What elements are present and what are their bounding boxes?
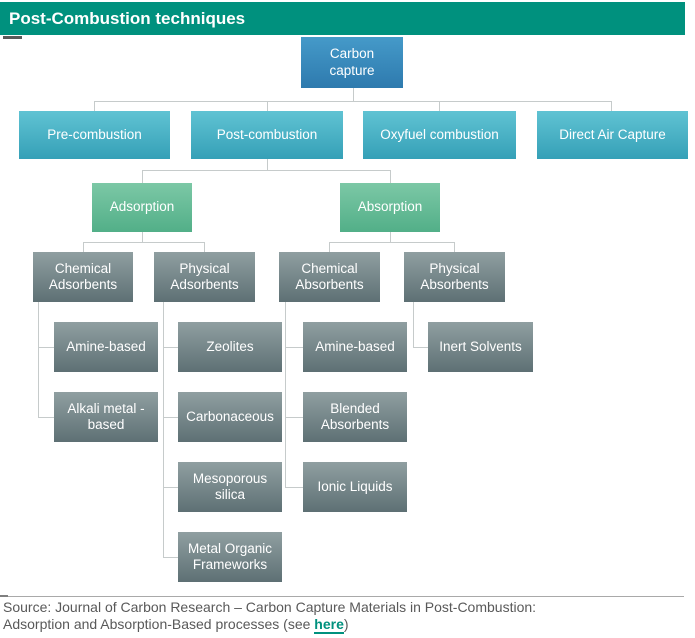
node-alkali-metal-based: Alkali metal - based [54,392,158,442]
node-physical-adsorbents: Physical Adsorbents [154,252,255,302]
connector-col3-stub2 [285,417,303,418]
connector-col3-stub1 [285,347,303,348]
source-line2-prefix: Adsorption and Absorption-Based processe… [3,616,315,632]
connector-col3-stub3 [285,487,303,488]
node-amine-based-adsorbent: Amine-based [54,322,158,372]
connector-adsorbents-bus [83,242,204,243]
connector-absorption-drop [390,170,391,183]
connector-adsorption-out [142,232,143,242]
connector-post-out [267,159,268,170]
footer-divider [0,596,684,597]
connector-col4-stub1 [413,347,428,348]
node-amine-based-absorbent: Amine-based [303,322,407,372]
connector-root-drop [353,88,354,101]
node-adsorption: Adsorption [92,183,192,232]
connector-col2-stub3 [163,487,178,488]
node-post-combustion: Post-combustion [191,111,343,159]
source-line2: Adsorption and Absorption-Based processe… [3,616,673,634]
node-absorption: Absorption [340,183,440,232]
connector-pre-drop [94,101,95,111]
node-blended-absorbents: Blended Absorbents [303,392,407,442]
source-here-link[interactable]: here [314,616,344,634]
connector-col2-stub2 [163,417,178,418]
source-line2-suffix: ) [343,616,349,632]
connector-absorbents-bus [329,242,454,243]
connector-adsorption-drop [142,170,143,183]
header-underline-artifact [3,36,22,39]
connector-phys-abs-drop [454,242,455,252]
node-physical-absorbents: Physical Absorbents [404,252,505,302]
connector-absorption-out [390,232,391,242]
connector-level3-bus [142,170,390,171]
source-caption: Source: Journal of Carbon Research – Car… [3,599,673,634]
header-bar: Post-Combustion techniques [0,2,685,35]
node-direct-air-capture: Direct Air Capture [537,111,688,159]
connector-col2-trunk [163,302,164,557]
node-mesoporous-silica: Mesoporous silica [178,462,282,512]
connector-oxyfuel-drop [439,101,440,111]
node-ionic-liquids: Ionic Liquids [303,462,407,512]
connector-post-drop [267,101,268,111]
page-title: Post-Combustion techniques [9,9,246,28]
connector-chem-abs-drop [329,242,330,252]
node-carbonaceous: Carbonaceous [178,392,282,442]
node-chemical-absorbents: Chemical Absorbents [279,252,380,302]
node-carbon-capture: Carbon capture [301,37,403,88]
footer-divider-cap [0,595,8,597]
connector-col3-trunk [285,302,286,487]
connector-dac-drop [611,101,612,111]
node-oxyfuel-combustion: Oxyfuel combustion [363,111,516,159]
node-metal-organic-frameworks: Metal Organic Frameworks [178,532,282,582]
connector-col1-trunk [38,302,39,417]
connector-col1-stub1 [38,347,54,348]
connector-col1-stub2 [38,417,54,418]
node-inert-solvents: Inert Solvents [428,322,533,372]
connector-col4-trunk [413,302,414,347]
connector-phys-ads-drop [204,242,205,252]
connector-chem-ads-drop [83,242,84,252]
connector-col2-stub1 [163,347,178,348]
node-zeolites: Zeolites [178,322,282,372]
source-line1: Source: Journal of Carbon Research – Car… [3,599,537,615]
node-chemical-adsorbents: Chemical Adsorbents [33,252,133,302]
node-pre-combustion: Pre-combustion [19,111,170,159]
connector-col2-stub4 [163,557,178,558]
connector-level2-bus [94,101,612,102]
